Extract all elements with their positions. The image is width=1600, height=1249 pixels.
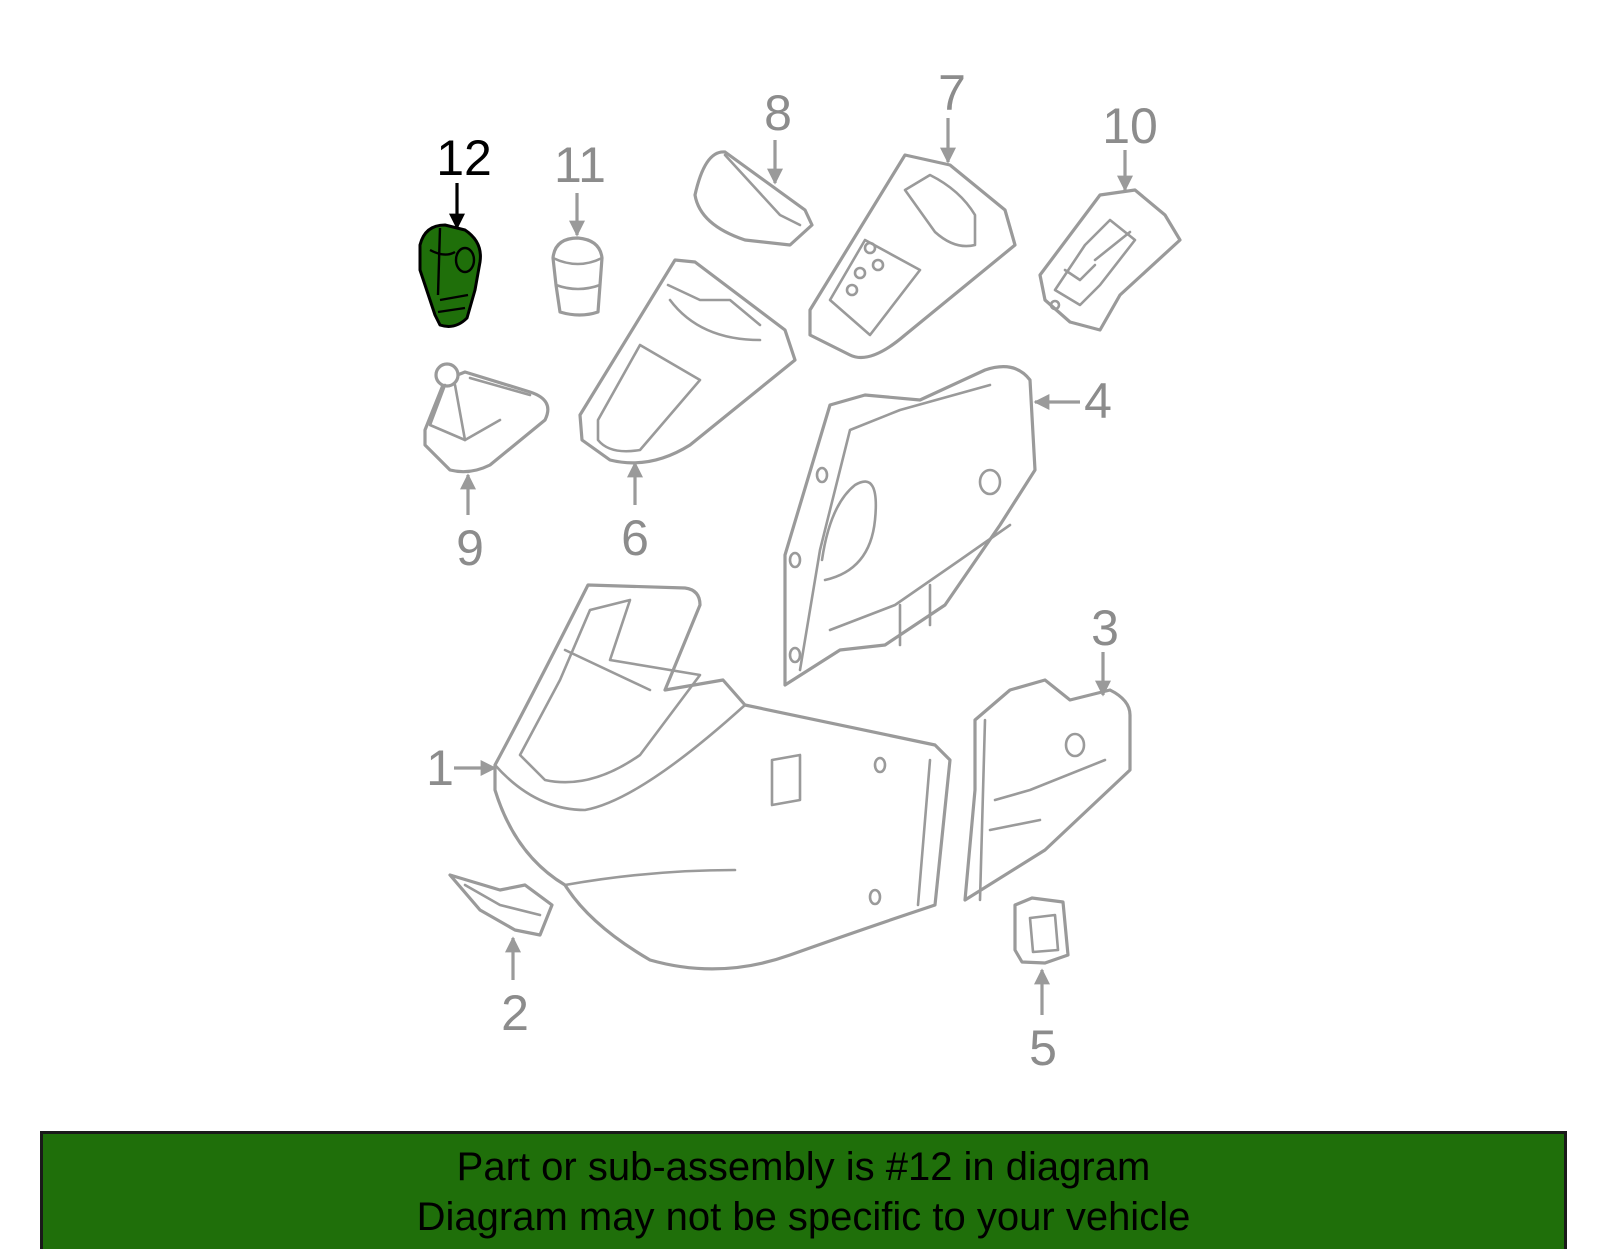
callout-5: 5 — [1029, 1020, 1057, 1076]
part-2-bracket[interactable] — [448, 873, 554, 937]
part-4-trim-panel[interactable] — [783, 365, 1037, 687]
part-3-side-panel[interactable] — [963, 678, 1132, 902]
callout-7: 7 — [938, 65, 966, 121]
parts-diagram: 12 11 8 7 10 4 9 6 3 1 2 5 — [418, 65, 1182, 1076]
banner-line-part: Part or sub-assembly is #12 in diagram — [456, 1144, 1151, 1189]
callout-arrows — [449, 118, 1133, 1015]
part-1-console-body[interactable] — [493, 583, 952, 971]
callout-8: 8 — [764, 85, 792, 141]
callout-10: 10 — [1102, 98, 1158, 154]
part-11-bushing[interactable] — [551, 236, 604, 317]
part-8-cover-cap[interactable] — [693, 150, 814, 247]
part-6-shifter-bezel[interactable] — [578, 258, 797, 465]
callout-6: 6 — [621, 510, 649, 566]
part-5-switch[interactable] — [1013, 896, 1070, 965]
callout-1: 1 — [426, 740, 454, 796]
part-7-gear-bezel[interactable] — [808, 153, 1017, 360]
banner-line-disclaimer: Diagram may not be specific to your vehi… — [416, 1194, 1191, 1239]
callout-12: 12 — [436, 130, 492, 186]
callout-3: 3 — [1091, 600, 1119, 656]
part-9-shift-boot[interactable] — [423, 362, 550, 474]
callout-2: 2 — [501, 985, 529, 1041]
part-10-shifter-mechanism[interactable] — [1038, 188, 1182, 332]
callout-11: 11 — [554, 137, 606, 193]
callout-4: 4 — [1084, 373, 1112, 429]
callout-9: 9 — [456, 520, 484, 576]
part-12-shift-knob[interactable] — [418, 223, 482, 328]
info-banner: Part or sub-assembly is #12 in diagram D… — [40, 1131, 1567, 1249]
callout-labels: 12 11 8 7 10 4 9 6 3 1 2 5 — [426, 65, 1158, 1076]
